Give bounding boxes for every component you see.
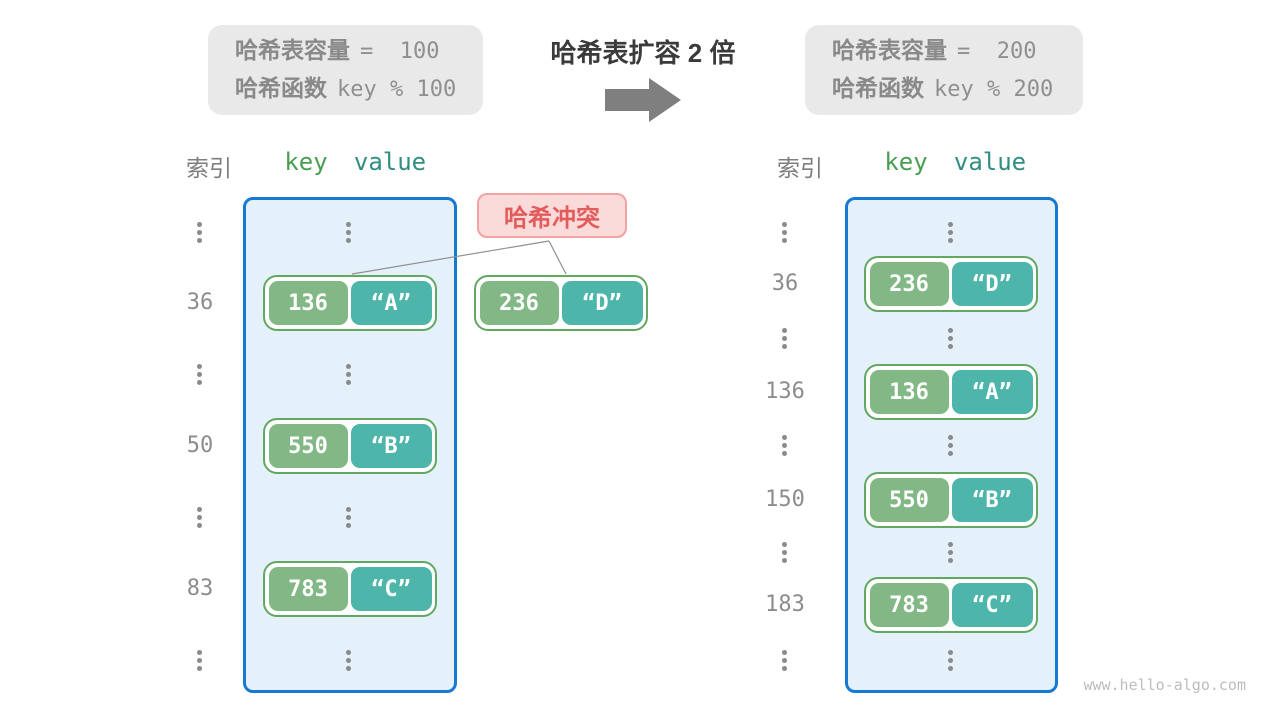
- key-cell: 136: [869, 370, 949, 414]
- key-cell: 136: [268, 281, 348, 325]
- index-label: 83: [186, 576, 214, 601]
- hash-function-label: 哈希函数: [235, 75, 327, 101]
- capacity-line: 哈希表容量 = 100: [235, 35, 483, 67]
- right-header-index: 索引: [777, 155, 823, 181]
- value-cell: “A”: [350, 281, 432, 325]
- ellipsis-dots: [948, 222, 953, 243]
- hash-function-label: 哈希函数: [832, 75, 924, 101]
- ellipsis-dots: [346, 222, 351, 243]
- ellipsis-dots: [782, 435, 787, 456]
- hash-function-line: 哈希函数 key % 200: [832, 73, 1083, 105]
- pair-136-A: 136 “A”: [263, 275, 437, 331]
- capacity-value: = 200: [957, 39, 1037, 64]
- capacity-label: 哈希表容量: [832, 37, 947, 63]
- pair-236-D-colliding: 236 “D”: [474, 275, 648, 331]
- pair-550-B: 550 “B”: [263, 418, 437, 474]
- pair-236-D: 236 “D”: [864, 256, 1038, 312]
- index-label: 136: [765, 379, 805, 404]
- index-label: 50: [186, 433, 214, 458]
- value-cell: “D”: [951, 262, 1033, 306]
- right-block-arrow-icon: [605, 78, 681, 122]
- value-cell: “A”: [951, 370, 1033, 414]
- ellipsis-dots: [346, 364, 351, 385]
- value-cell: “C”: [951, 583, 1033, 627]
- value-cell: “C”: [350, 567, 432, 611]
- pair-783-C: 783 “C”: [864, 577, 1038, 633]
- ellipsis-dots: [782, 650, 787, 671]
- capacity-label: 哈希表容量: [235, 37, 350, 63]
- capacity-info-box-after: 哈希表容量 = 200 哈希函数 key % 200: [805, 25, 1083, 115]
- ellipsis-dots: [197, 222, 202, 243]
- value-cell: “B”: [350, 424, 432, 468]
- capacity-info-box-before: 哈希表容量 = 100 哈希函数 key % 100: [208, 25, 483, 115]
- pair-783-C: 783 “C”: [263, 561, 437, 617]
- ellipsis-dots: [948, 542, 953, 563]
- key-cell: 236: [479, 281, 559, 325]
- key-cell: 783: [268, 567, 348, 611]
- key-cell: 550: [869, 478, 949, 522]
- left-header-value: value: [353, 148, 427, 176]
- key-cell: 550: [268, 424, 348, 468]
- key-cell: 236: [869, 262, 949, 306]
- index-label: 183: [765, 592, 805, 617]
- left-header-key: key: [284, 148, 328, 176]
- ellipsis-dots: [948, 328, 953, 349]
- ellipsis-dots: [346, 650, 351, 671]
- hash-function-value: key % 100: [337, 77, 457, 102]
- ellipsis-dots: [782, 542, 787, 563]
- capacity-line: 哈希表容量 = 200: [832, 35, 1083, 67]
- hash-function-value: key % 200: [934, 77, 1054, 102]
- ellipsis-dots: [346, 507, 351, 528]
- watermark: www.hello-algo.com: [1083, 676, 1246, 694]
- pair-136-A: 136 “A”: [864, 364, 1038, 420]
- ellipsis-dots: [948, 650, 953, 671]
- index-label: 150: [765, 487, 805, 512]
- value-cell: “B”: [951, 478, 1033, 522]
- ellipsis-dots: [197, 650, 202, 671]
- right-header-value: value: [953, 148, 1027, 176]
- ellipsis-dots: [197, 507, 202, 528]
- capacity-value: = 100: [360, 39, 440, 64]
- pair-550-B: 550 “B”: [864, 472, 1038, 528]
- value-cell: “D”: [561, 281, 643, 325]
- index-label: 36: [186, 290, 214, 315]
- index-label: 36: [771, 271, 799, 296]
- ellipsis-dots: [782, 222, 787, 243]
- right-header-key: key: [884, 148, 928, 176]
- collision-label: 哈希冲突: [477, 193, 627, 238]
- diagram-title: 哈希表扩容 2 倍: [550, 38, 736, 68]
- ellipsis-dots: [782, 328, 787, 349]
- left-header-index: 索引: [186, 155, 232, 181]
- key-cell: 783: [869, 583, 949, 627]
- ellipsis-dots: [197, 364, 202, 385]
- hash-function-line: 哈希函数 key % 100: [235, 73, 483, 105]
- ellipsis-dots: [948, 435, 953, 456]
